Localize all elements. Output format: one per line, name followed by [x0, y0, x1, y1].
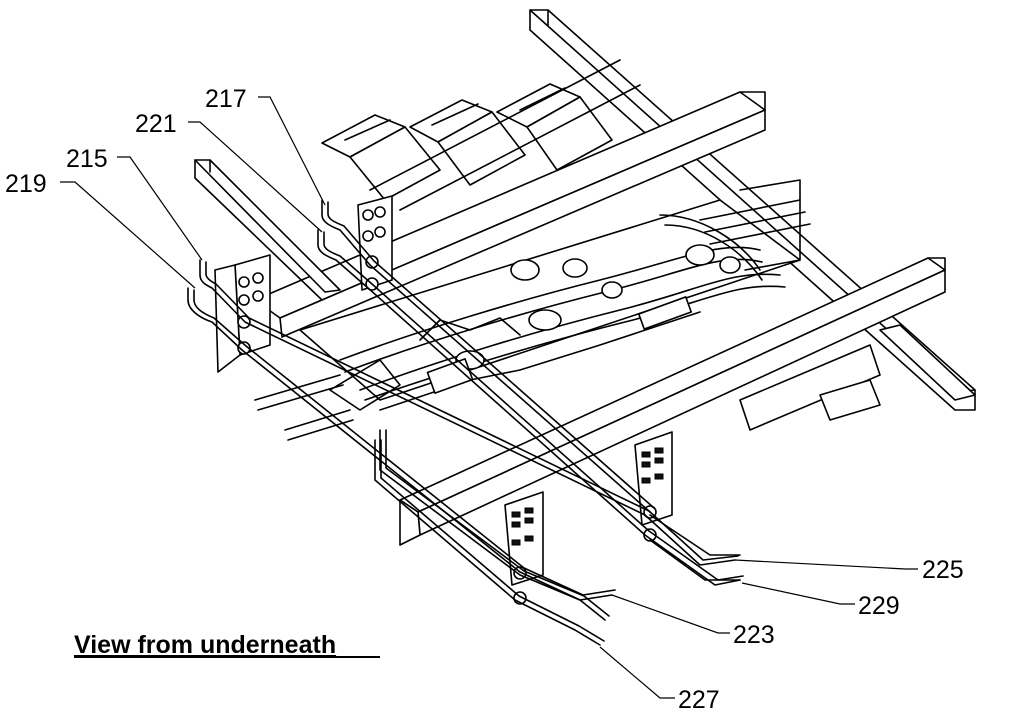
pipe-225	[649, 514, 741, 556]
lower-right-rail	[739, 324, 976, 431]
rear-brackets	[321, 59, 641, 211]
label-229: 229	[858, 592, 900, 620]
label-219: 219	[5, 170, 47, 198]
pipe-217	[321, 199, 655, 513]
pipe-229	[649, 539, 741, 581]
pipe-221	[317, 229, 744, 586]
left-rods	[254, 374, 354, 441]
mounting-plate-left	[214, 254, 271, 373]
pipe-227	[374, 439, 605, 646]
pipe-223	[379, 429, 610, 621]
central-assembly	[299, 179, 811, 411]
mounting-plate-right	[634, 431, 673, 542]
label-215: 215	[66, 145, 108, 173]
label-227: 227	[678, 686, 720, 714]
mounting-plate-middle	[357, 195, 393, 291]
left-rail	[194, 159, 341, 301]
pipe-215	[199, 259, 739, 566]
leader-lines	[60, 96, 918, 699]
mounting-plate-front	[504, 491, 544, 605]
label-225: 225	[922, 556, 964, 584]
label-223: 223	[733, 621, 775, 649]
label-221: 221	[135, 110, 177, 138]
view-caption: View from underneath	[74, 631, 336, 659]
label-217: 217	[205, 85, 247, 113]
